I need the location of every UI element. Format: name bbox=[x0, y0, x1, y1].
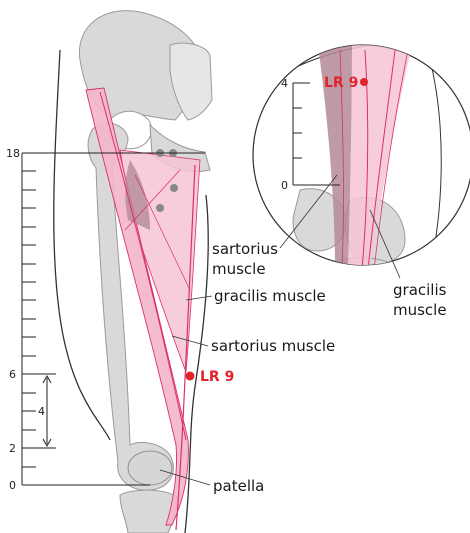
scale-label-18: 18 bbox=[6, 147, 20, 160]
inset-sartorius-leader bbox=[279, 174, 338, 249]
lr9-point-inset bbox=[360, 78, 368, 86]
muscle-fiber-2 bbox=[124, 169, 181, 231]
scale-label-0: 0 bbox=[9, 479, 16, 492]
sacrum-bone bbox=[169, 42, 213, 121]
inset-gracilis-label-2: muscle bbox=[393, 301, 447, 319]
pectineus-muscle-dark bbox=[125, 160, 150, 230]
leg-illustration bbox=[53, 10, 213, 533]
inset-muscle-line-4 bbox=[339, 49, 344, 265]
scale-label-2: 2 bbox=[9, 442, 16, 455]
inset-sartorius-label-1: sartorius bbox=[212, 240, 278, 258]
inset-scale-label-0: 0 bbox=[281, 179, 288, 192]
inset-gracilis-line bbox=[361, 49, 369, 265]
inset-scale bbox=[292, 82, 340, 186]
lr9-label-inset: LR 9 bbox=[324, 75, 358, 91]
span-arrow-up bbox=[42, 374, 52, 384]
lr9-point-main bbox=[185, 371, 195, 381]
gracilis-muscle-line bbox=[175, 164, 196, 531]
landmark-dot-4 bbox=[156, 204, 164, 212]
landmark-dot-3 bbox=[170, 184, 178, 192]
scale-label-4: 4 bbox=[38, 405, 45, 418]
leg-outline-left bbox=[53, 49, 111, 441]
sartorius-muscle-line bbox=[99, 91, 187, 441]
inset-pink-muscles bbox=[348, 45, 412, 265]
muscle-fiber-1 bbox=[134, 174, 191, 291]
patella-leader-line bbox=[159, 469, 211, 486]
tibia-bone bbox=[119, 489, 179, 533]
inset-magnified-view: 4 0 LR 9 bbox=[252, 44, 470, 266]
inset-sartorius-label-2: muscle bbox=[212, 260, 266, 278]
sartorius-muscle-band bbox=[85, 87, 189, 526]
sartorius-label: sartorius muscle bbox=[211, 337, 335, 355]
patella-bone bbox=[127, 450, 173, 486]
inset-gracilis-leader bbox=[369, 209, 401, 279]
inset-muscle-line-3 bbox=[373, 49, 409, 265]
measurement-scale-main bbox=[21, 152, 205, 486]
gracilis-leader-line bbox=[185, 295, 213, 301]
inset-scale-label-4: 4 bbox=[281, 77, 288, 90]
lr9-label-main: LR 9 bbox=[200, 369, 234, 385]
inset-muscle-line-2 bbox=[367, 49, 396, 265]
scale-ticks bbox=[22, 170, 56, 468]
patella-label: patella bbox=[213, 477, 264, 495]
scale-label-6: 6 bbox=[9, 368, 16, 381]
inset-gracilis-label-1: gracilis bbox=[393, 281, 447, 299]
gracilis-label: gracilis muscle bbox=[214, 287, 326, 305]
sartorius-leader-line bbox=[171, 335, 209, 347]
span-arrow-down bbox=[42, 438, 52, 448]
